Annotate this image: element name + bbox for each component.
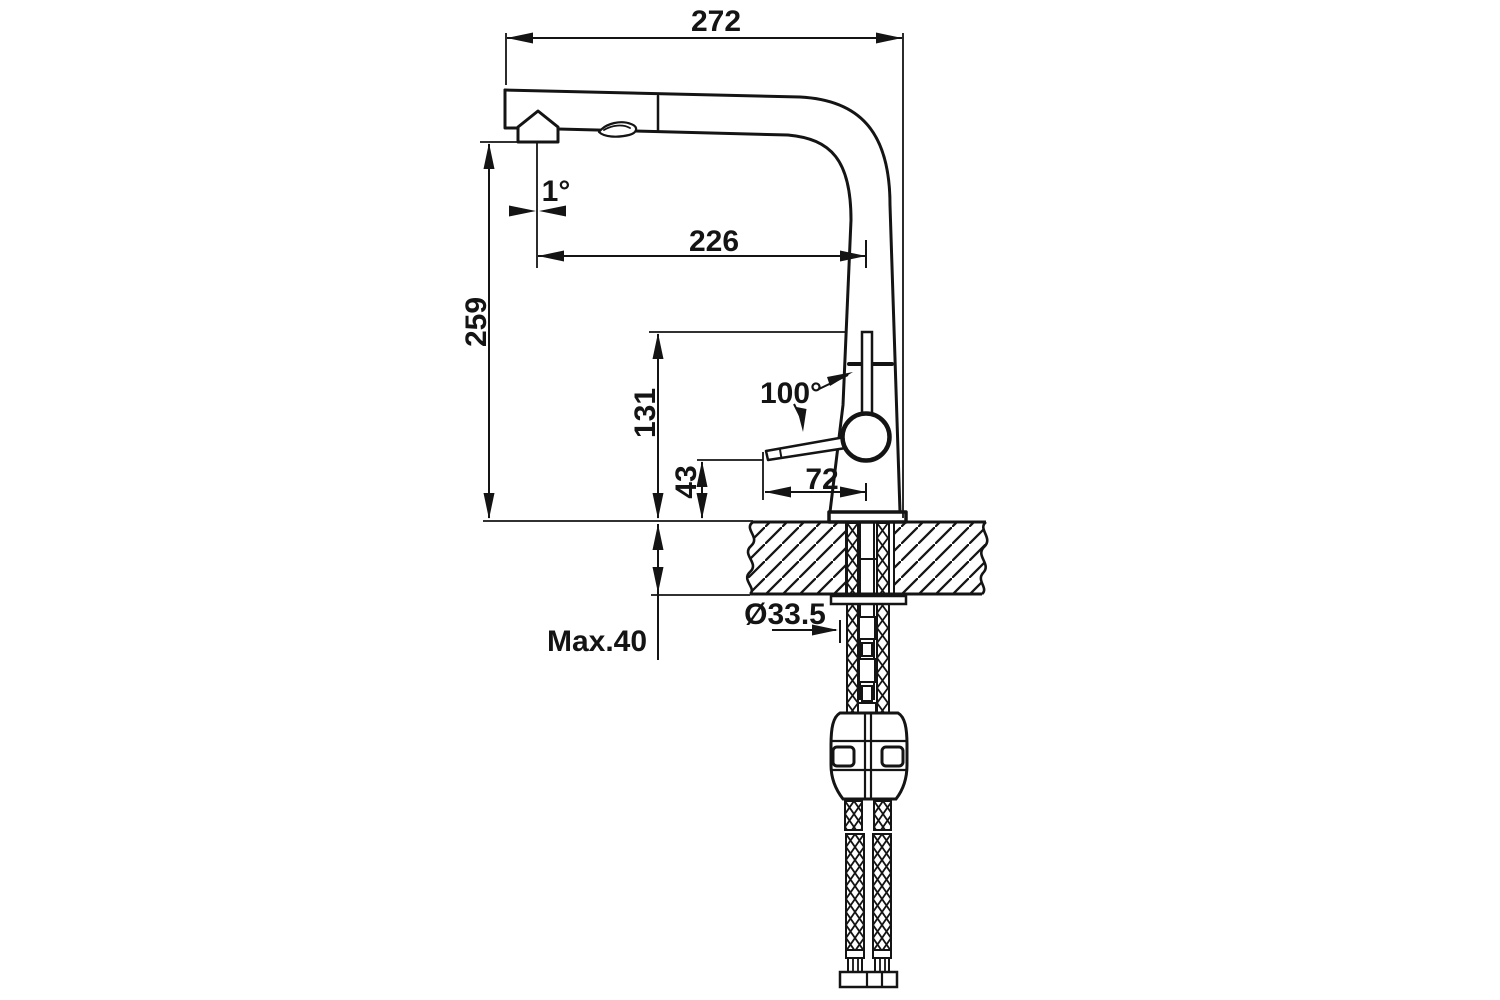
arrowhead xyxy=(652,333,664,359)
spout-left-end xyxy=(503,88,520,130)
break-line-right xyxy=(979,520,989,595)
dimension-label-handle-top-height: 131 xyxy=(629,388,662,438)
arrowhead xyxy=(765,486,791,498)
hose-connector-bar xyxy=(838,970,899,989)
arrowhead xyxy=(507,32,533,44)
arrowhead xyxy=(538,250,564,262)
arrowhead xyxy=(652,524,664,550)
extension-lines xyxy=(480,33,904,596)
release-clip-detail xyxy=(603,124,631,131)
body-outer-profile xyxy=(503,88,902,514)
arrowhead xyxy=(509,205,536,217)
dimension-label-spout-slope-angle: 1° xyxy=(542,175,571,208)
connector-port-left xyxy=(831,745,856,768)
dimension-label-mounting-hole-diameter: Ø33.5 xyxy=(744,598,826,631)
hose-end-fitting-right xyxy=(872,949,892,973)
connector-block-body xyxy=(829,711,909,801)
tube-segment xyxy=(861,642,873,657)
dimension-label-overall-depth: 272 xyxy=(691,5,741,38)
tube-segment xyxy=(861,685,873,702)
countertop-hatch-right xyxy=(894,522,988,594)
dimension-labels: 272 226 1° 259 131 100° 43 72 Ø33.5 Max.… xyxy=(460,5,839,658)
arrowhead xyxy=(796,407,807,432)
arrowhead xyxy=(483,493,495,519)
arrowhead xyxy=(840,250,866,262)
dimension-label-lever-reach: 72 xyxy=(805,463,838,496)
supply-hose-left xyxy=(845,833,865,951)
arrowhead xyxy=(696,461,708,487)
connector-block-joint-lines xyxy=(831,713,907,799)
tube-segment xyxy=(858,658,876,683)
dimension-line-226 xyxy=(538,240,867,268)
dimension-arrowheads xyxy=(483,32,902,636)
hose-connector-block xyxy=(829,711,909,801)
dimension-label-spout-height: 259 xyxy=(460,297,493,347)
dimension-label-spout-reach: 226 xyxy=(689,225,739,258)
faucet-body xyxy=(503,88,908,524)
mounting-washer xyxy=(829,594,908,606)
arrowhead xyxy=(652,493,664,519)
base-flange xyxy=(827,510,908,524)
dimension-annotations xyxy=(480,33,904,660)
hose-stub-left xyxy=(844,800,863,831)
body-inner-profile xyxy=(556,127,853,514)
handle-stem xyxy=(860,330,874,418)
shank-thread-right xyxy=(876,522,890,714)
arrowhead xyxy=(652,567,664,593)
arrowhead xyxy=(827,372,853,386)
break-line-left xyxy=(745,520,756,595)
supply-hose-right xyxy=(872,833,892,951)
tube-segment xyxy=(858,616,876,640)
handle-lever-tip-line xyxy=(779,449,783,459)
arrowhead xyxy=(483,143,495,169)
dimension-label-lever-end-height: 43 xyxy=(670,465,703,498)
countertop-hatch-left xyxy=(747,522,846,594)
shank-inner-tube xyxy=(857,523,877,713)
hose-stub-right xyxy=(873,800,892,831)
handle-ball-joint xyxy=(840,411,892,463)
handle-lever xyxy=(764,435,848,462)
shank-thread-left xyxy=(846,522,859,714)
arrowhead xyxy=(840,486,866,498)
handle xyxy=(764,330,892,463)
dimension-label-max-countertop-thickness: Max.40 xyxy=(547,625,647,658)
arrowhead xyxy=(539,205,566,217)
connector-port-right xyxy=(880,745,905,768)
arrowhead xyxy=(876,32,902,44)
arrowhead xyxy=(696,493,708,519)
spray-outlet xyxy=(516,109,560,144)
hose-end-fitting-left xyxy=(845,949,865,973)
dimension-label-handle-swing-angle: 100° xyxy=(760,377,822,410)
arrowhead xyxy=(812,624,838,636)
hose-connector-bar-joints xyxy=(865,972,884,987)
countertop-cross-section xyxy=(745,520,989,596)
supply-hoses xyxy=(838,800,899,989)
